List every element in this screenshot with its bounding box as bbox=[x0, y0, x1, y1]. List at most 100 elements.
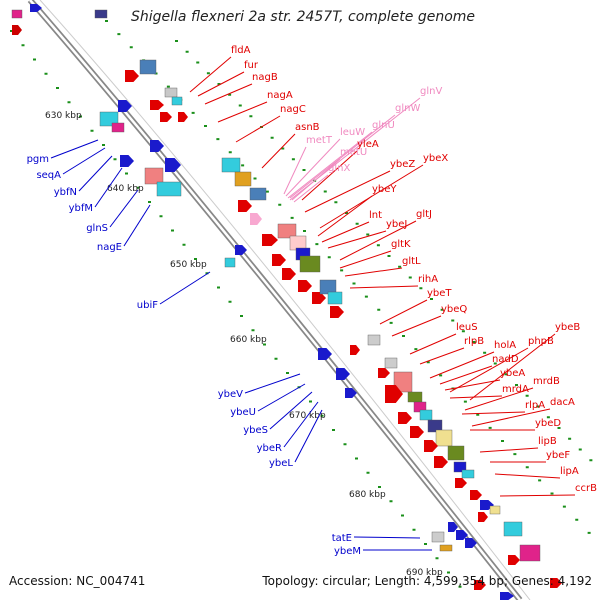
gene-arrow bbox=[448, 522, 458, 532]
tick-mark bbox=[79, 115, 82, 118]
tick-mark bbox=[148, 201, 151, 203]
gene-arrow bbox=[508, 555, 520, 565]
tick-mark bbox=[461, 330, 465, 333]
tick-mark bbox=[21, 44, 25, 47]
tick-mark bbox=[488, 426, 492, 429]
label-connector bbox=[217, 101, 268, 123]
tick-mark bbox=[206, 72, 210, 75]
gene-feature bbox=[171, 96, 183, 106]
tick-mark bbox=[476, 413, 480, 416]
tick-mark bbox=[550, 492, 554, 495]
gene-arrow bbox=[160, 112, 172, 122]
kbp-tick-label: 680 kbp bbox=[349, 490, 386, 500]
gene-arrow bbox=[330, 306, 344, 318]
label-connector bbox=[189, 56, 232, 93]
kbp-tick-label: 690 kbp bbox=[406, 568, 443, 578]
label-connector bbox=[469, 333, 556, 401]
gene-label-forward: fur bbox=[244, 60, 259, 71]
gene-label-rna: metT bbox=[306, 135, 333, 146]
tick-mark bbox=[10, 30, 13, 32]
tick-mark bbox=[515, 384, 518, 386]
gene-feature bbox=[94, 9, 108, 19]
gene-label-forward: ccrB bbox=[575, 483, 597, 494]
label-connector bbox=[78, 155, 113, 192]
gene-label-reverse: seqA bbox=[36, 170, 61, 181]
gene-label-reverse: glnS bbox=[86, 223, 108, 234]
gene-feature bbox=[393, 371, 413, 393]
tick-mark bbox=[538, 479, 542, 482]
label-connector bbox=[304, 170, 391, 213]
gene-label-forward: ybeB bbox=[555, 322, 580, 333]
gene-label-forward: nadD bbox=[492, 354, 519, 365]
tick-mark bbox=[228, 300, 232, 303]
label-connector bbox=[471, 408, 551, 427]
tick-mark bbox=[175, 40, 178, 42]
gene-arrow bbox=[235, 245, 247, 255]
gene-arrow bbox=[350, 345, 360, 355]
gene-label-forward: nagC bbox=[280, 104, 306, 115]
gene-feature bbox=[144, 167, 164, 185]
gene-arrow bbox=[238, 200, 252, 212]
gene-feature bbox=[164, 87, 178, 98]
tick-mark bbox=[412, 528, 416, 531]
gene-label-forward: ybeA bbox=[500, 368, 525, 379]
gene-label-forward: rihA bbox=[418, 274, 438, 285]
label-connector bbox=[391, 315, 442, 337]
kbp-tick-label: 660 kbp bbox=[230, 335, 267, 345]
tick-mark bbox=[458, 585, 462, 588]
gene-feature bbox=[384, 357, 398, 369]
tick-mark bbox=[536, 405, 540, 408]
tick-mark bbox=[332, 429, 335, 431]
tick-mark bbox=[402, 335, 405, 337]
label-connector bbox=[353, 536, 421, 539]
gene-arrow bbox=[318, 348, 332, 360]
tick-mark bbox=[217, 83, 221, 85]
tick-mark bbox=[575, 518, 579, 521]
tick-mark bbox=[401, 514, 404, 517]
tick-mark bbox=[290, 216, 294, 219]
label-connector bbox=[449, 347, 529, 393]
gene-arrow bbox=[455, 478, 467, 488]
tick-mark bbox=[440, 308, 444, 311]
tick-mark bbox=[302, 169, 306, 171]
label-connector bbox=[109, 189, 139, 228]
tick-mark bbox=[241, 164, 245, 167]
label-connector bbox=[294, 409, 323, 463]
label-connector bbox=[327, 230, 387, 249]
tick-mark bbox=[364, 295, 368, 298]
gene-label-rna: glnU bbox=[372, 120, 395, 131]
label-connector bbox=[379, 299, 428, 325]
gene-feature bbox=[503, 521, 523, 537]
gene-label-forward: nagB bbox=[252, 72, 278, 83]
gene-arrow bbox=[385, 385, 403, 403]
label-connector bbox=[321, 221, 370, 243]
tick-mark bbox=[33, 58, 36, 61]
tick-mark bbox=[419, 287, 423, 290]
tick-mark bbox=[447, 571, 450, 574]
tick-mark bbox=[345, 212, 348, 214]
tick-mark bbox=[426, 361, 430, 364]
gene-arrow bbox=[424, 440, 438, 452]
gene-feature bbox=[461, 469, 475, 479]
gene-feature bbox=[299, 255, 321, 273]
gene-label-reverse: ubiF bbox=[137, 300, 158, 311]
gene-label-reverse: ybeS bbox=[243, 425, 268, 436]
tick-mark bbox=[166, 85, 170, 88]
label-connector bbox=[62, 147, 106, 175]
gene-label-rna: leuW bbox=[340, 127, 365, 138]
gene-arrow bbox=[410, 426, 424, 438]
gene-arrow bbox=[12, 25, 22, 35]
tick-mark bbox=[435, 557, 439, 560]
label-connector bbox=[197, 71, 245, 97]
gene-arrow bbox=[478, 512, 488, 522]
label-connector bbox=[50, 139, 99, 159]
gene-label-forward: gltJ bbox=[416, 209, 432, 220]
label-connector bbox=[94, 167, 123, 208]
label-connector bbox=[287, 131, 373, 199]
label-connector bbox=[283, 146, 307, 195]
tick-mark bbox=[546, 416, 550, 419]
gene-feature bbox=[249, 187, 267, 201]
label-connector bbox=[349, 285, 419, 289]
genome-title: Shigella flexneri 2a str. 2457T, complet… bbox=[131, 9, 476, 25]
gene-label-forward: ybeD bbox=[535, 418, 561, 429]
